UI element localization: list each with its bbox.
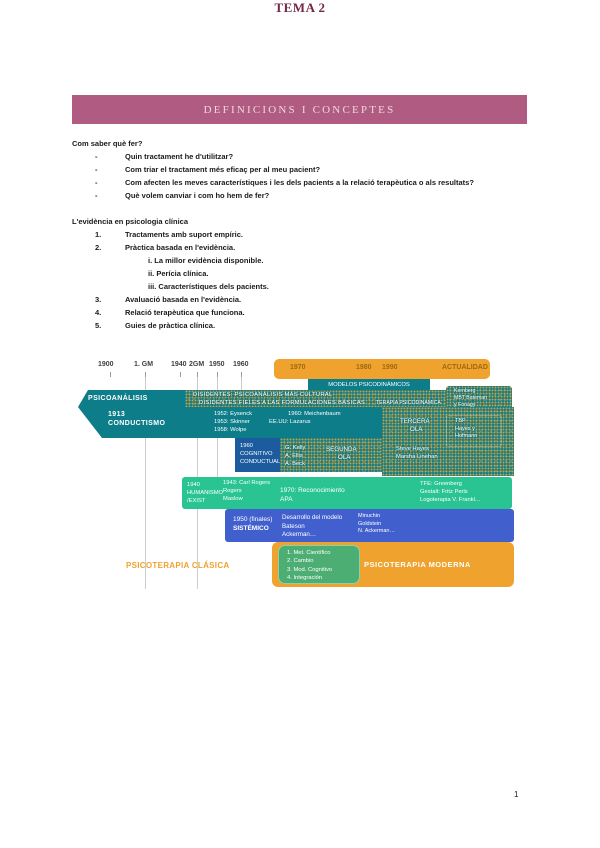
- tercera-label: TERCERA: [400, 418, 430, 425]
- questions-heading: Com saber què fer?: [72, 139, 143, 148]
- tbp-box: TBP Hayes y Hofmann: [446, 415, 502, 447]
- psicoterapia-moderna-band: 1. Met. Científico 2. Cambio 3. Mod. Cog…: [272, 542, 514, 587]
- humanismo-apa: 1970: Reconocimiento APA: [280, 487, 345, 503]
- list-item: 1. Tractaments amb suport empíric.: [95, 230, 243, 239]
- cognitivo-conductual-box: 1960 COGNITIVO CONDUCTUAL: [235, 438, 280, 472]
- sublist-item: i. La millor evidència disponible.: [148, 256, 264, 265]
- body-text: Com saber què fer? - Quin tractament he …: [72, 137, 540, 332]
- humanismo-era: 1940 HUMANISMO /EXIST: [187, 482, 224, 504]
- tercera-authors: Steve Hayes Marsha Linehan: [396, 446, 438, 460]
- axis-tick: [197, 372, 198, 377]
- tercera-ola-box: TERCERA OLA TBP Hayes y Hofmann Steve Ha…: [382, 407, 514, 476]
- gridline-1gm: [145, 377, 146, 589]
- meichenbaum-label: 1960: Meichenbaum: [288, 411, 341, 417]
- psicoterapia-clasica-label: PSICOTERAPIA CLÁSICA: [126, 561, 230, 570]
- axis-year: 1980: [356, 364, 372, 371]
- segunda-label: SEGUNDA: [326, 446, 357, 453]
- evidence-heading: L'evidència en psicologia clínica: [72, 217, 188, 226]
- conductismo-year: 1913: [108, 411, 126, 418]
- axis-year: ACTUALIDAD: [442, 364, 488, 371]
- conductismo-band: 1913 CONDUCTISMO 1952: Eysenck 1953: Ski…: [78, 407, 382, 438]
- psicoanalisis-hatch: [185, 390, 446, 407]
- axis-year: 1900: [98, 361, 114, 368]
- tercera-label: OLA: [410, 426, 423, 433]
- sistemico-authors: Minuchin Goldstein N. Ackerman…: [358, 513, 395, 534]
- list-item: - Com afecten les meves característiques…: [95, 178, 474, 187]
- axis-tick: [110, 372, 111, 377]
- banner-label: DEFINICIONS I CONCEPTES: [203, 103, 396, 116]
- sistemico-model: Desarrollo del modelo Bateson Ackerman…: [282, 514, 343, 538]
- axis-year: 1990: [382, 364, 398, 371]
- list-item: 2. Pràctica basada en l'evidència.: [95, 243, 236, 252]
- section-banner: DEFINICIONS I CONCEPTES: [72, 95, 527, 124]
- humanismo-founders: 1943: Carl Rogers Rogers Maslow: [223, 480, 271, 502]
- disidentes-fieles-label: DISIDENTES FIELES A LAS FORMULACIONES BÁ…: [199, 400, 366, 406]
- humanismo-therapies: TFE: Greenberg Gestalt: Fritz Perls Logo…: [420, 481, 481, 503]
- humanismo-band: 1940 HUMANISMO /EXIST 1943: Carl Rogers …: [182, 477, 512, 509]
- disidentes-cultural-label: DISIDENTES: PSICOANÁLISIS MÁS CULTURAL: [193, 392, 333, 398]
- axis-tick: [241, 372, 242, 377]
- list-item: - Què volem canviar i com ho hem de fer?: [95, 191, 270, 200]
- terapia-psicodinamica-label: TERAPIA PSICODINÁMICA: [376, 400, 441, 406]
- modern-era-band: 1970 1980 1990 ACTUALIDAD: [274, 359, 490, 379]
- page-number: 1: [514, 790, 519, 799]
- moderna-principles-box: 1. Met. Científico 2. Cambio 3. Mod. Cog…: [278, 545, 360, 584]
- axis-year: 1. GM: [134, 361, 154, 368]
- sistemico-era: 1950 (finales) SISTÉMICO: [233, 516, 273, 532]
- axis-year: 1970: [290, 364, 306, 371]
- list-item: 3. Avaluació basada en l'evidència.: [95, 295, 242, 304]
- segunda-label: OLA: [338, 454, 351, 461]
- conductismo-authors: 1952: Eysenck 1953: Skinner 1958: Wolpe: [214, 411, 253, 433]
- psicoanalisis-label: PSICOANÁLISIS: [88, 395, 148, 402]
- sublist-item: iii. Característiques dels pacients.: [148, 282, 269, 291]
- kernberg-box: Kernberg MBT Bateman y Fonagy: [446, 386, 512, 411]
- modelos-psicodinamicos-box: MODELOS PSICODINÁMICOS: [308, 379, 430, 390]
- axis-year: 1940: [171, 361, 187, 368]
- segunda-authors: G. Kelly A. Ellis A. Beck: [285, 445, 306, 467]
- segunda-ola-box: G. Kelly A. Ellis A. Beck SEGUNDA OLA: [280, 438, 382, 472]
- list-item: - Quin tractament he d'utilitzar?: [95, 152, 234, 161]
- axis-year: 1950: [209, 361, 225, 368]
- axis-year: 2GM: [189, 361, 205, 368]
- axis-tick: [180, 372, 181, 377]
- timeline-diagram: 1900 1. GM 1940 2GM 1950 1960 1970 1980 …: [78, 357, 524, 597]
- conductismo-label: CONDUCTISMO: [108, 420, 166, 427]
- axis-tick: [217, 372, 218, 377]
- lazarus-label: EE.UU: Lazarus: [269, 419, 311, 425]
- sistemico-band: 1950 (finales) SISTÉMICO Desarrollo del …: [225, 509, 514, 542]
- axis-year: 1960: [233, 361, 249, 368]
- list-item: 5. Guies de pràctica clínica.: [95, 321, 216, 330]
- list-item: 4. Relació terapèutica que funciona.: [95, 308, 245, 317]
- page-title: TEMA 2: [274, 0, 326, 15]
- list-item: - Com triar el tractament més eficaç per…: [95, 165, 321, 174]
- sublist-item: ii. Perícia clínica.: [148, 269, 209, 278]
- axis-tick: [145, 372, 146, 377]
- psicoterapia-moderna-label: PSICOTERAPIA MODERNA: [364, 560, 471, 569]
